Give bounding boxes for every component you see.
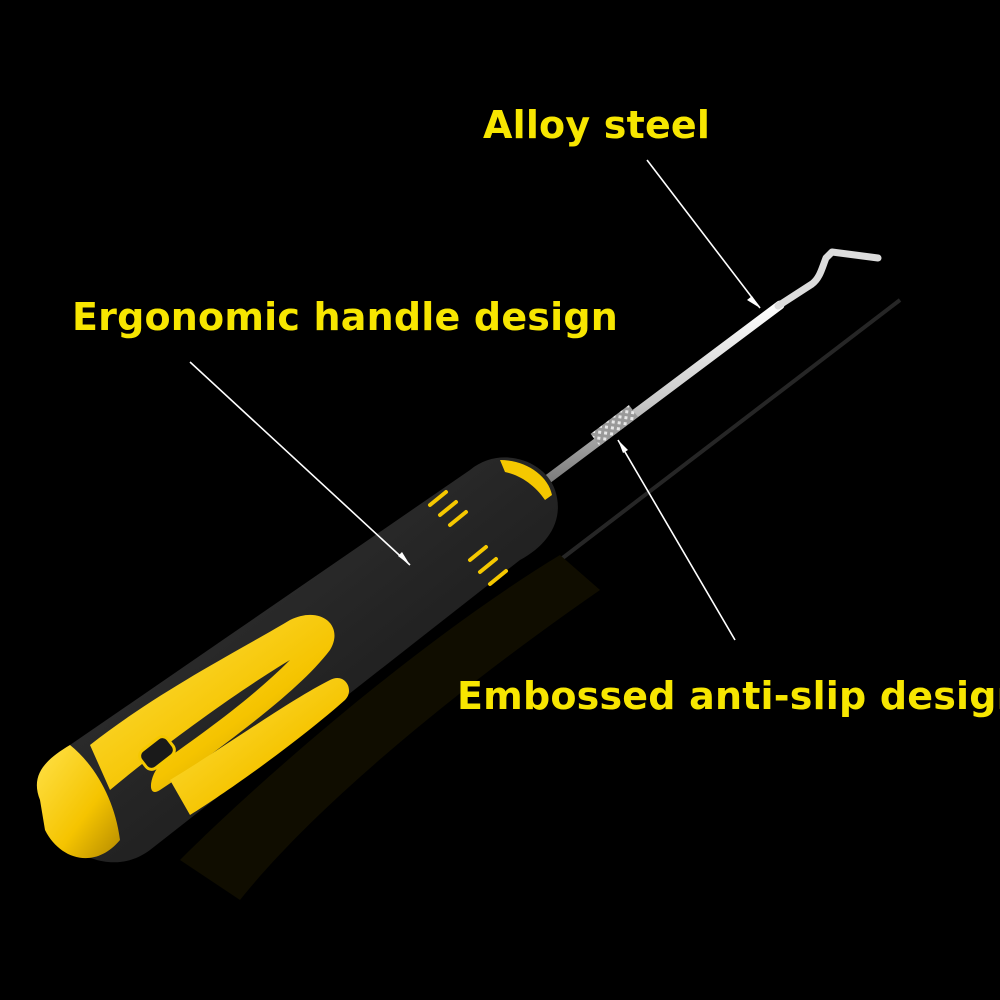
- pointer-alloy-steel: [646, 159, 761, 309]
- annotation-pointers: [189, 159, 761, 641]
- pointer-embossed: [617, 439, 736, 641]
- handle-grip-stripes: [428, 490, 508, 586]
- tool-reflection: [180, 298, 902, 900]
- pointer-handle: [189, 361, 411, 566]
- tool-handle: [36, 457, 558, 863]
- knurled-grip: [590, 404, 638, 446]
- label-alloy-steel: Alloy steel: [483, 103, 711, 147]
- steel-shaft: [515, 248, 882, 505]
- label-embossed-design: Embossed anti-slip design: [457, 674, 1000, 718]
- label-handle-design: Ergonomic handle design: [72, 295, 618, 339]
- handle-end-cap: [36, 745, 120, 859]
- hanging-hole: [138, 735, 176, 771]
